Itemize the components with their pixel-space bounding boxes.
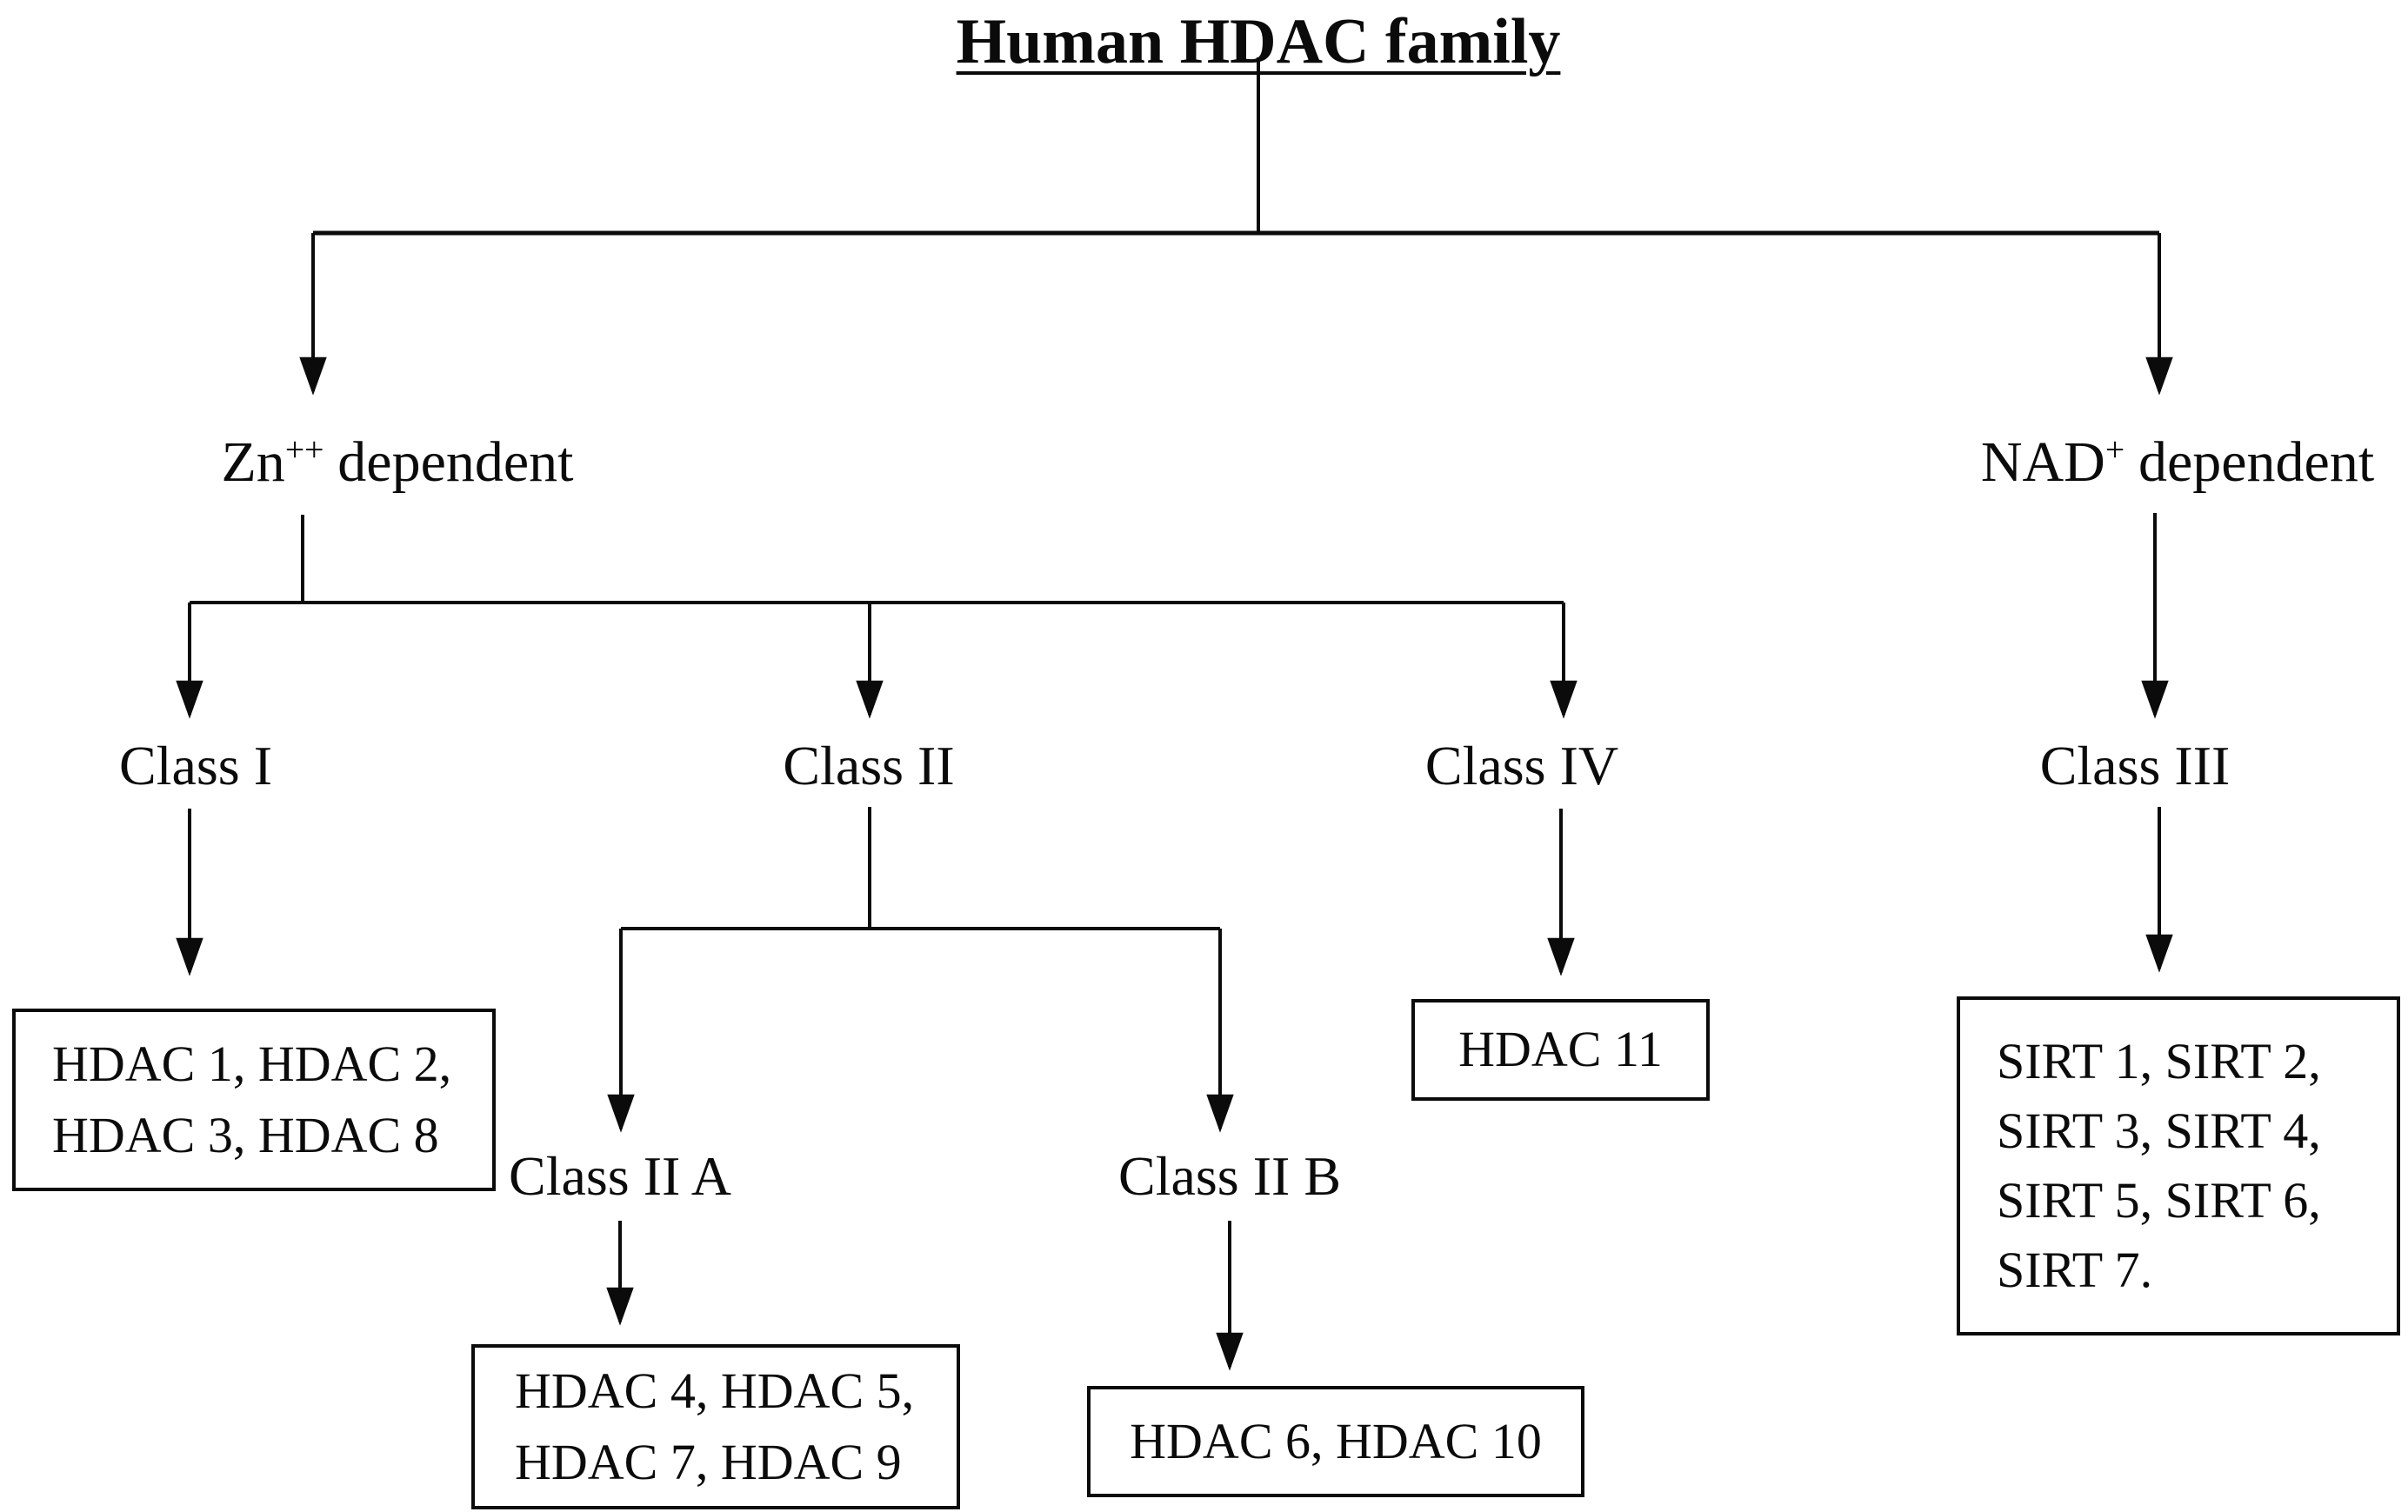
box-line: HDAC 11 (1458, 1021, 1663, 1078)
box-line: HDAC 7, HDAC 9 (515, 1434, 902, 1490)
zn-superscript: ++ (284, 430, 324, 469)
box-class2b-members: HDAC 6, HDAC 10 (1087, 1386, 1584, 1497)
box-class3-members: SIRT 1, SIRT 2, SIRT 3, SIRT 4, SIRT 5, … (1957, 996, 2400, 1335)
box-line: HDAC 1, HDAC 2, (52, 1035, 452, 1092)
label-class2: Class II (783, 735, 955, 796)
label-class2a: Class II A (509, 1145, 731, 1207)
box-class4-members: HDAC 11 (1411, 999, 1710, 1101)
diagram-title: Human HDAC family (956, 6, 1561, 77)
label-zn-dependent: Zn++ dependent (221, 430, 574, 495)
box-class2a-members: HDAC 4, HDAC 5, HDAC 7, HDAC 9 (471, 1344, 960, 1509)
box-line: HDAC 3, HDAC 8 (52, 1107, 439, 1163)
box-line: SIRT 3, SIRT 4, (1997, 1102, 2321, 1159)
box-line: SIRT 1, SIRT 2, (1997, 1032, 2321, 1089)
label-class1: Class I (119, 735, 272, 796)
label-nad-dependent: NAD+ dependent (1980, 430, 2375, 495)
zn-base: Zn (221, 430, 285, 494)
nad-base: NAD (1980, 430, 2105, 494)
box-line: SIRT 5, SIRT 6, (1997, 1172, 2321, 1229)
box-class1-members: HDAC 1, HDAC 2, HDAC 3, HDAC 8 (12, 1009, 496, 1191)
box-line: HDAC 6, HDAC 10 (1130, 1412, 1542, 1469)
label-class2b: Class II B (1118, 1145, 1341, 1207)
nad-rest: dependent (2138, 430, 2375, 494)
nad-superscript: + (2104, 430, 2125, 469)
box-line: HDAC 4, HDAC 5, (515, 1362, 915, 1419)
box-line: SIRT 7. (1997, 1242, 2153, 1299)
label-class4: Class IV (1424, 735, 1619, 796)
label-class3: Class III (2039, 735, 2231, 796)
zn-rest: dependent (337, 430, 574, 494)
